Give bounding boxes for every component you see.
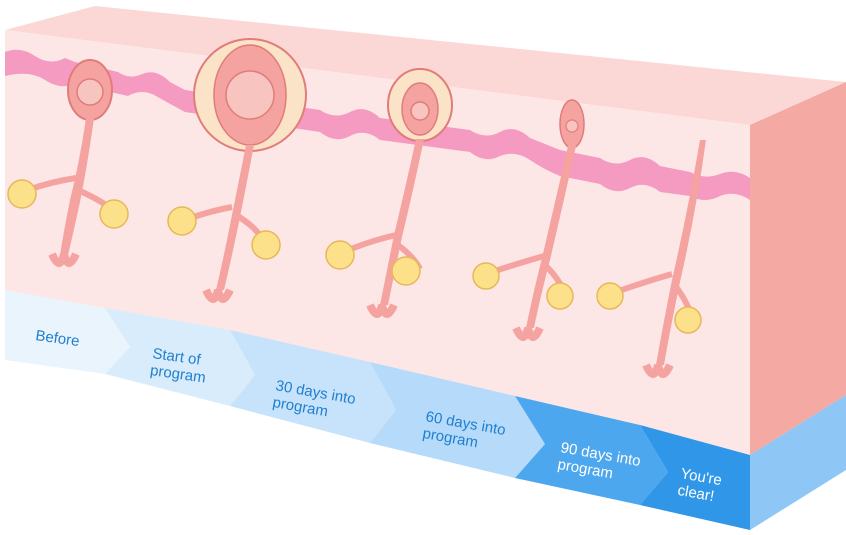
skin-side-face: [750, 82, 846, 455]
